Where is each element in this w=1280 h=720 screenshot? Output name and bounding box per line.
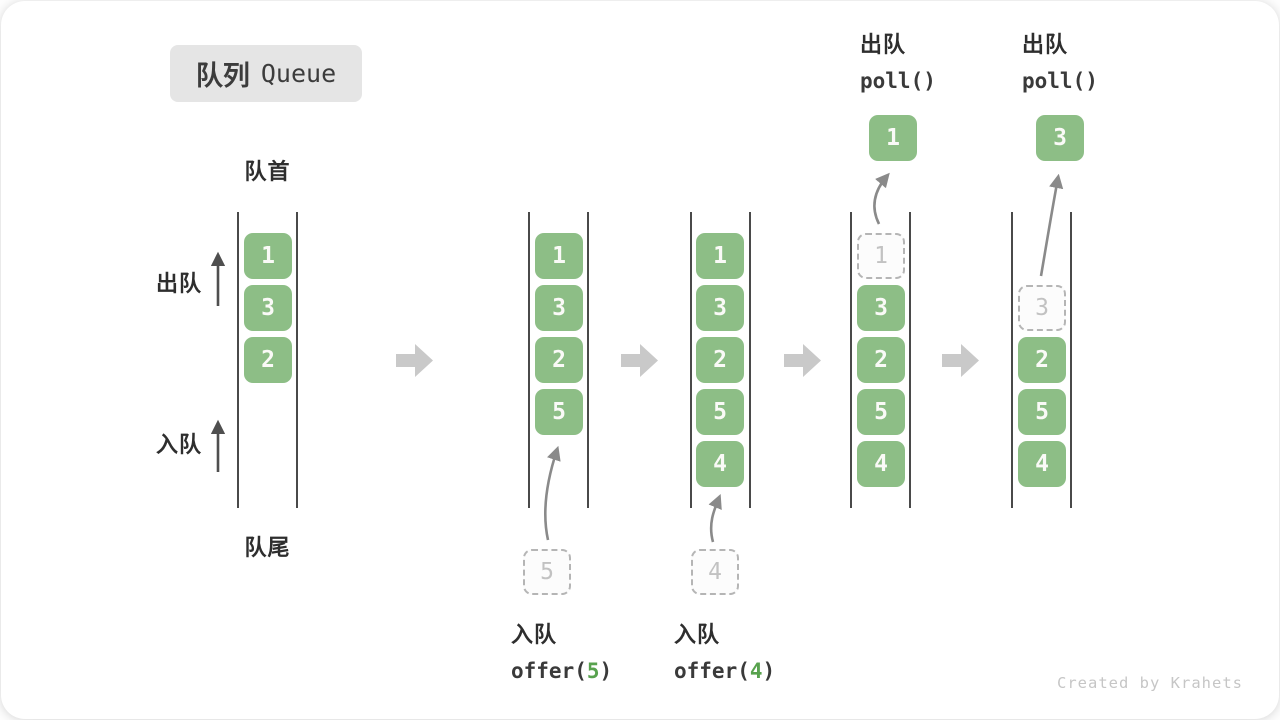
- queue-item: 4: [857, 441, 905, 487]
- title-chinese: 队列: [195, 61, 250, 91]
- code-argument: 5: [586, 659, 600, 683]
- enqueue-label: 入队: [511, 622, 558, 647]
- title-english: Queue: [260, 59, 337, 88]
- queue-item: 1: [535, 233, 583, 279]
- queue-item: 4: [1018, 441, 1066, 487]
- credit-text: Created by Krahets: [1057, 674, 1243, 692]
- queue-item: 3: [535, 285, 583, 331]
- title-badge: 队列 Queue: [170, 45, 362, 102]
- queue-item: 5: [1018, 389, 1066, 435]
- queue-item: 5: [696, 389, 744, 435]
- queue-item: 5: [857, 389, 905, 435]
- queue-item: 2: [696, 337, 744, 383]
- queue-item: 3: [244, 285, 292, 331]
- offer-operation-label: 入队 offer(5): [511, 617, 612, 689]
- queue-channel-1: [237, 212, 298, 508]
- code-text: offer(: [674, 659, 750, 683]
- queue-channel-4: [850, 212, 911, 508]
- queue-rear-label: 队尾: [244, 535, 291, 560]
- queue-item: 3: [696, 285, 744, 331]
- queue-item: 3: [857, 285, 905, 331]
- enqueue-ghost-item: 4: [691, 549, 739, 595]
- queue-channel-5: [1011, 212, 1072, 508]
- poll-code-label: poll(): [860, 69, 936, 93]
- queue-item: 4: [696, 441, 744, 487]
- enqueue-side-label: 入队: [155, 432, 202, 457]
- dequeue-side-label: 出队: [155, 271, 202, 296]
- code-text: ): [762, 659, 776, 683]
- offer-code-label: offer(4): [674, 653, 775, 689]
- step-arrow-icon: [621, 344, 658, 377]
- enqueue-ghost-item: 5: [523, 549, 571, 595]
- poll-code-label: poll(): [1022, 69, 1098, 93]
- offer-code-label: offer(5): [511, 653, 612, 689]
- dequeue-label: 出队: [860, 32, 907, 57]
- poll-operation-label: 出队 poll(): [860, 27, 936, 99]
- queue-item-removed: 3: [1018, 285, 1066, 331]
- step-arrow-icon: [784, 344, 821, 377]
- queue-item: 5: [535, 389, 583, 435]
- code-text: ): [599, 659, 613, 683]
- queue-item-removed: 1: [857, 233, 905, 279]
- queue-item: 2: [857, 337, 905, 383]
- queue-item: 2: [535, 337, 583, 383]
- queue-item: 2: [244, 337, 292, 383]
- queue-channel-2: [528, 212, 589, 508]
- step-arrow-icon: [942, 344, 979, 377]
- queue-channel-3: [690, 212, 751, 508]
- offer-operation-label: 入队 offer(4): [674, 617, 775, 689]
- polled-item-result: 3: [1036, 115, 1084, 161]
- code-text: offer(: [511, 659, 587, 683]
- queue-front-label: 队首: [244, 159, 291, 184]
- dequeue-label: 出队: [1022, 32, 1069, 57]
- queue-item: 1: [244, 233, 292, 279]
- queue-item: 2: [1018, 337, 1066, 383]
- step-arrow-icon: [396, 344, 433, 377]
- code-argument: 4: [749, 659, 763, 683]
- poll-operation-label: 出队 poll(): [1022, 27, 1098, 99]
- enqueue-label: 入队: [674, 622, 721, 647]
- polled-item-result: 1: [869, 115, 917, 161]
- queue-item: 1: [696, 233, 744, 279]
